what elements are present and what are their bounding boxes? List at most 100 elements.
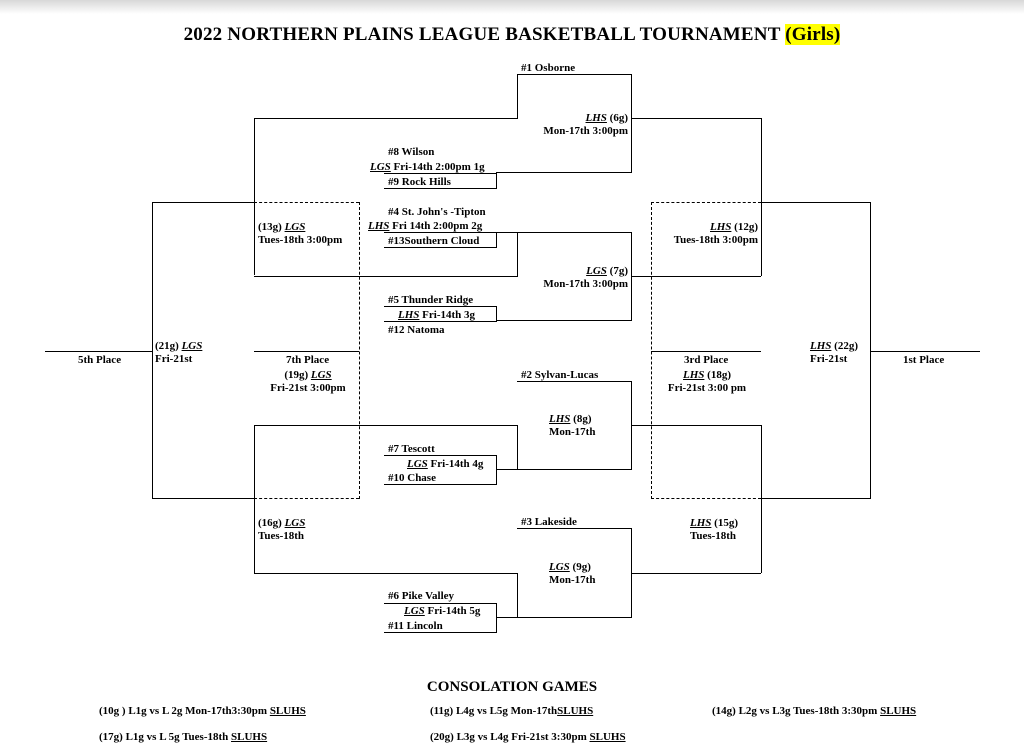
line-pikevalley	[384, 603, 497, 604]
place-third: 3rd Place	[684, 354, 729, 366]
game-4: LGS Fri-14th 4g	[407, 458, 484, 470]
team-southerncloud: #13Southern Cloud	[388, 235, 480, 247]
game-15: LHS (15g) Tues-18th	[690, 517, 738, 542]
team-lincoln: #11 Lincoln	[388, 620, 443, 632]
line-g5-join	[496, 603, 497, 633]
team-wilson: #8 Wilson	[388, 146, 435, 158]
line-lincoln	[384, 632, 497, 633]
dash-g18-v	[651, 202, 652, 499]
title-highlight: (Girls)	[785, 24, 841, 45]
line-g9-loser-v	[517, 573, 518, 618]
line-g4-out	[496, 469, 631, 470]
game-9: LGS (9g) Mon-17th	[549, 561, 596, 586]
game-16: (16g) LGS Tues-18th	[258, 517, 306, 542]
line-g1-join	[496, 173, 497, 189]
line-g12-v	[761, 118, 762, 276]
line-wilson	[384, 173, 497, 174]
line-loser-g9	[254, 573, 517, 574]
team-sylvanlucas: #2 Sylvan-Lucas	[521, 369, 599, 381]
game-13: (13g) LGS Tues-18th 3:00pm	[258, 221, 343, 246]
team-lakeside: #3 Lakeside	[521, 516, 577, 528]
line-chase	[384, 484, 497, 485]
line-g21-v	[152, 202, 153, 499]
line-loser-g6	[254, 118, 517, 119]
team-natoma: #12 Natoma	[388, 324, 445, 336]
line-g8-loser-v	[517, 425, 518, 470]
page-title: 2022 NORTHERN PLAINS LEAGUE BASKETBALL T…	[0, 24, 1024, 46]
team-stjohns: #4 St. John's -Tipton	[388, 206, 486, 218]
line-g6-v	[631, 74, 632, 173]
line-g21-top	[152, 202, 255, 203]
dash-g19-bot	[254, 498, 359, 499]
top-shade	[0, 0, 1024, 14]
line-fifth-place	[45, 351, 152, 352]
game-3: LHS Fri-14th 3g	[398, 309, 476, 321]
line-sylvanlucas	[517, 381, 631, 382]
game-22: LHS (22g) Fri-21st	[810, 340, 858, 365]
place-fifth: 5th Place	[78, 354, 122, 366]
line-g6-out	[631, 118, 761, 119]
line-seventh-place	[254, 351, 359, 352]
line-g5-out	[496, 617, 631, 618]
line-rockhills	[384, 188, 497, 189]
line-stjohns	[384, 232, 497, 233]
line-g3-join	[496, 306, 497, 322]
title-main: 2022 NORTHERN PLAINS LEAGUE BASKETBALL T…	[183, 24, 781, 45]
line-g13-v	[254, 118, 255, 275]
line-g6-loser-v	[517, 74, 518, 119]
line-tescott	[384, 455, 497, 456]
line-loser-g8	[254, 425, 517, 426]
line-g15-v	[761, 425, 762, 573]
line-g4-join	[496, 455, 497, 485]
team-chase: #10 Chase	[388, 472, 436, 484]
line-g9-winner	[631, 573, 761, 574]
line-osborne	[517, 74, 631, 75]
line-g8-winner	[631, 425, 761, 426]
line-g22-top	[761, 202, 870, 203]
line-g3-out	[496, 320, 631, 321]
game-5: LGS Fri-14th 5g	[404, 605, 481, 617]
line-g7-winner	[631, 276, 761, 277]
dash-g19-top	[254, 202, 359, 203]
dash-g18-top	[651, 202, 761, 203]
game-21: (21g) LGS Fri-21st	[155, 340, 203, 365]
line-southerncloud	[384, 247, 497, 248]
line-lakeside	[517, 528, 631, 529]
line-g21-bot	[152, 498, 255, 499]
game-18: LHS (18g) Fri-21st 3:00 pm	[667, 369, 747, 394]
consolation-title: CONSOLATION GAMES	[426, 679, 598, 695]
game-6: LHS (6g) Mon-17th 3:00pm	[543, 112, 628, 137]
consolation-game-20: (20g) L3g vs L4g Fri-21st 3:30pm SLUHS	[430, 731, 626, 743]
game-8: LHS (8g) Mon-17th	[549, 413, 596, 438]
consolation-game-10: (10g ) L1g vs L 2g Mon-17th3:30pm SLUHS	[99, 705, 306, 717]
game-12: LHS (12g) Tues-18th 3:00pm	[673, 221, 758, 246]
dash-g18-bot	[651, 498, 761, 499]
line-g22-v	[870, 202, 871, 499]
team-thunderridge: #5 Thunder Ridge	[388, 294, 474, 306]
line-g2-join	[496, 232, 497, 248]
consolation-game-11: (11g) L4g vs L5g Mon-17thSLUHS	[430, 705, 594, 717]
team-tescott: #7 Tescott	[388, 443, 435, 455]
team-pikevalley: #6 Pike Valley	[388, 590, 455, 602]
line-third-place	[651, 351, 761, 352]
game-2: LHS Fri 14th 2:00pm 2g	[368, 220, 483, 232]
line-first-place	[870, 351, 980, 352]
consolation-game-17: (17g) L1g vs L 5g Tues-18th SLUHS	[99, 731, 268, 743]
line-g1-out	[496, 172, 631, 173]
dash-g19-v	[359, 202, 360, 499]
consolation-game-14: (14g) L2g vs L3g Tues-18th 3:30pm SLUHS	[712, 705, 917, 717]
game-19: (19g) LGS Fri-21st 3:00pm	[270, 369, 346, 394]
line-g16-v	[254, 425, 255, 573]
line-g22-bot	[761, 498, 870, 499]
team-rockhills: #9 Rock Hills	[388, 176, 451, 188]
place-seventh: 7th Place	[286, 354, 330, 366]
game-1: LGS Fri-14th 2:00pm 1g	[370, 161, 485, 173]
line-loser-g7	[254, 276, 517, 277]
line-g2-out	[496, 232, 631, 233]
line-natoma	[384, 321, 497, 322]
team-osborne: #1 Osborne	[521, 62, 576, 74]
game-7: LGS (7g) Mon-17th 3:00pm	[543, 265, 628, 290]
line-thunderridge	[384, 306, 497, 307]
place-first: 1st Place	[903, 354, 945, 366]
line-g7-loser-v	[517, 232, 518, 277]
